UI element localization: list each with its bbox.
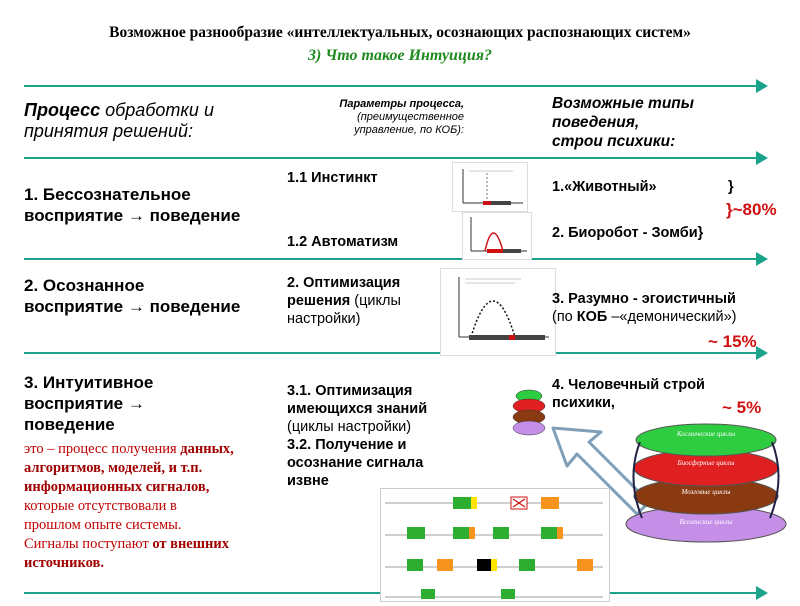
layer-green-label: Космические циклы (676, 430, 736, 438)
row1-left-line1: 1. Бессознательное (24, 185, 191, 204)
row3-mid-line4: 3.2. Получение и (287, 437, 407, 453)
desc-line-3: информационных сигналов, (24, 478, 294, 497)
desc-line-1: это – процесс получения данных, (24, 440, 294, 459)
row2-left: 2. Осознанное восприятие → поведение (24, 275, 294, 317)
row3-left-line3: поведение (24, 415, 115, 434)
separator-arrow-2 (24, 151, 768, 165)
row1-left: 1. Бессознательное восприятие → поведени… (24, 184, 294, 226)
row1-right-a-text: 1.«Животный» (552, 179, 657, 195)
row1-mid-a: 1.1 Инстинкт (287, 170, 378, 186)
page-subtitle: 3) Что такое Интуиция? (308, 47, 492, 64)
types-line2: поведения, (552, 114, 640, 131)
automatism-graph (470, 217, 527, 253)
desc-line-3-bold: информационных сигналов, (24, 479, 210, 495)
row2-right-line1: 3. Разумно - эгоистичный (552, 291, 736, 307)
desc-line-7-bold: источников. (24, 555, 104, 571)
desc-line-6-text: Сигналы поступают (24, 536, 153, 552)
small-layer-stack-icon (512, 389, 546, 436)
row3-right-line1: 4. Человечный строй (552, 377, 705, 393)
row1-left-line2: восприятие → поведение (24, 205, 294, 226)
desc-line-4-text: которые отсутствовали в (24, 498, 177, 514)
row2-right: 3. Разумно - эгоистичный (по КОБ –«демон… (552, 290, 792, 326)
process-header-line2: принятия решений: (24, 121, 193, 141)
instinct-graph (462, 169, 523, 205)
line-part-2: поведение (149, 206, 241, 225)
layer-stack-svg (625, 423, 787, 543)
layer-red-label: Биосферные циклы (677, 459, 735, 467)
automatism-graph-thumbnail (462, 212, 532, 260)
row3-mid-line2: имеющихся знаний (287, 401, 428, 417)
types-line3: строи психики: (552, 133, 676, 150)
params-header: Параметры процесса, (преимущественное уп… (300, 98, 464, 137)
row3-left: 3. Интуитивное восприятие → поведение (24, 372, 284, 435)
row2-right-line2-post: –«демонический») (607, 309, 737, 325)
desc-line-2-bold: алгоритмов, моделей, и т.п. (24, 460, 203, 476)
row2-mid-line3: настройки) (287, 311, 361, 327)
percent-5: ~ 5% (722, 398, 762, 417)
desc-line-6-bold: от внешних (152, 536, 229, 552)
row2-right-line2-bold: КОБ (576, 309, 608, 325)
layer-brown-label: Мозговые циклы (681, 488, 731, 496)
line-part-1: восприятие (24, 206, 124, 225)
arrow-right-icon: → (127, 394, 145, 413)
types-line1: Возможные типы (552, 95, 694, 112)
separator-arrow-3 (24, 252, 768, 266)
row2-mid: 2. Оптимизация решения (циклы настройки) (287, 274, 437, 328)
row3-mid-line1: 3.1. Оптимизация (287, 383, 413, 399)
percent-15: ~ 15% (708, 332, 757, 351)
types-header: Возможные типы поведения, строи психики: (552, 94, 772, 151)
params-line2: (преимущественное (357, 111, 464, 123)
separator-arrow-4 (24, 346, 768, 360)
row2-right-line2-pre: (по (552, 309, 577, 325)
row3-left-line2: восприятие → (24, 394, 145, 413)
desc-line-7: источников. (24, 554, 294, 573)
row3-mid-line6: извне (287, 473, 329, 489)
row2-mid-line2-bold: решения (287, 293, 351, 309)
flow-schematic (385, 496, 603, 599)
desc-line-2: алгоритмов, моделей, и т.п. (24, 459, 294, 478)
flow-schematic-thumbnail (380, 488, 610, 602)
row2-mid-line2-rest: (циклы (350, 293, 401, 309)
row1-left-line2-text: восприятие → поведение (24, 206, 240, 225)
row2-left-line2: восприятие → поведение (24, 296, 294, 317)
row1-mid-b: 1.2 Автоматизм (287, 234, 399, 250)
desc-line-1-text: это – процесс получения (24, 441, 181, 457)
desc-line-4: которые отсутствовали в (24, 497, 294, 516)
layer-purple-label: Вселенские циклы (679, 518, 733, 526)
process-header: Процесс обработки и принятия решений: (24, 100, 284, 142)
row3-right-line2: психики, (552, 395, 615, 411)
intuition-description: это – процесс получения данных, алгоритм… (24, 440, 294, 573)
row3-mid-line5: осознание сигнала (287, 455, 424, 471)
row3-mid-line3: (циклы настройки) (287, 419, 412, 435)
arrow-right-icon: → (123, 206, 150, 225)
process-header-bold: Процесс (24, 100, 101, 120)
row1-right-a-brace: } (728, 179, 734, 195)
row3-right: 4. Человечный строй психики, (552, 376, 782, 412)
layer-stack-diagram: Космические циклы Биосферные циклы Мозго… (622, 418, 790, 550)
row1-right-b: 2. Биоробот - Зомби} (552, 225, 704, 241)
desc-line-5: прошлом опыте системы. (24, 516, 294, 535)
desc-line-1-bold: данных, (180, 441, 234, 457)
line-part-1: восприятие (24, 297, 124, 316)
optimization-graph (458, 277, 549, 340)
params-line3: управление, по КОБ): (354, 124, 464, 136)
page-title: Возможное разнообразие «интеллектуальных… (109, 24, 691, 41)
row1-right-a: 1.«Животный» (552, 178, 657, 196)
arrow-right-icon: → (123, 297, 150, 316)
line-part-2: поведение (149, 297, 241, 316)
percent-80: }~80% (726, 200, 777, 219)
separator-arrow-1 (24, 79, 768, 93)
row2-left-line1: 2. Осознанное (24, 276, 145, 295)
row3-left-line1: 3. Интуитивное (24, 373, 154, 392)
instinct-graph-thumbnail (452, 162, 528, 212)
pointer-arrow-icon (551, 426, 651, 516)
desc-line-6: Сигналы поступают от внешних (24, 535, 294, 554)
row2-mid-line1: 2. Оптимизация (287, 275, 401, 291)
desc-line-5-text: прошлом опыте системы. (24, 517, 182, 533)
optimization-graph-thumbnail (440, 268, 556, 356)
row3-mid: 3.1. Оптимизация имеющихся знаний (циклы… (287, 382, 467, 490)
params-line1: Параметры процесса, (339, 98, 464, 110)
process-header-rest: обработки и (100, 100, 214, 120)
